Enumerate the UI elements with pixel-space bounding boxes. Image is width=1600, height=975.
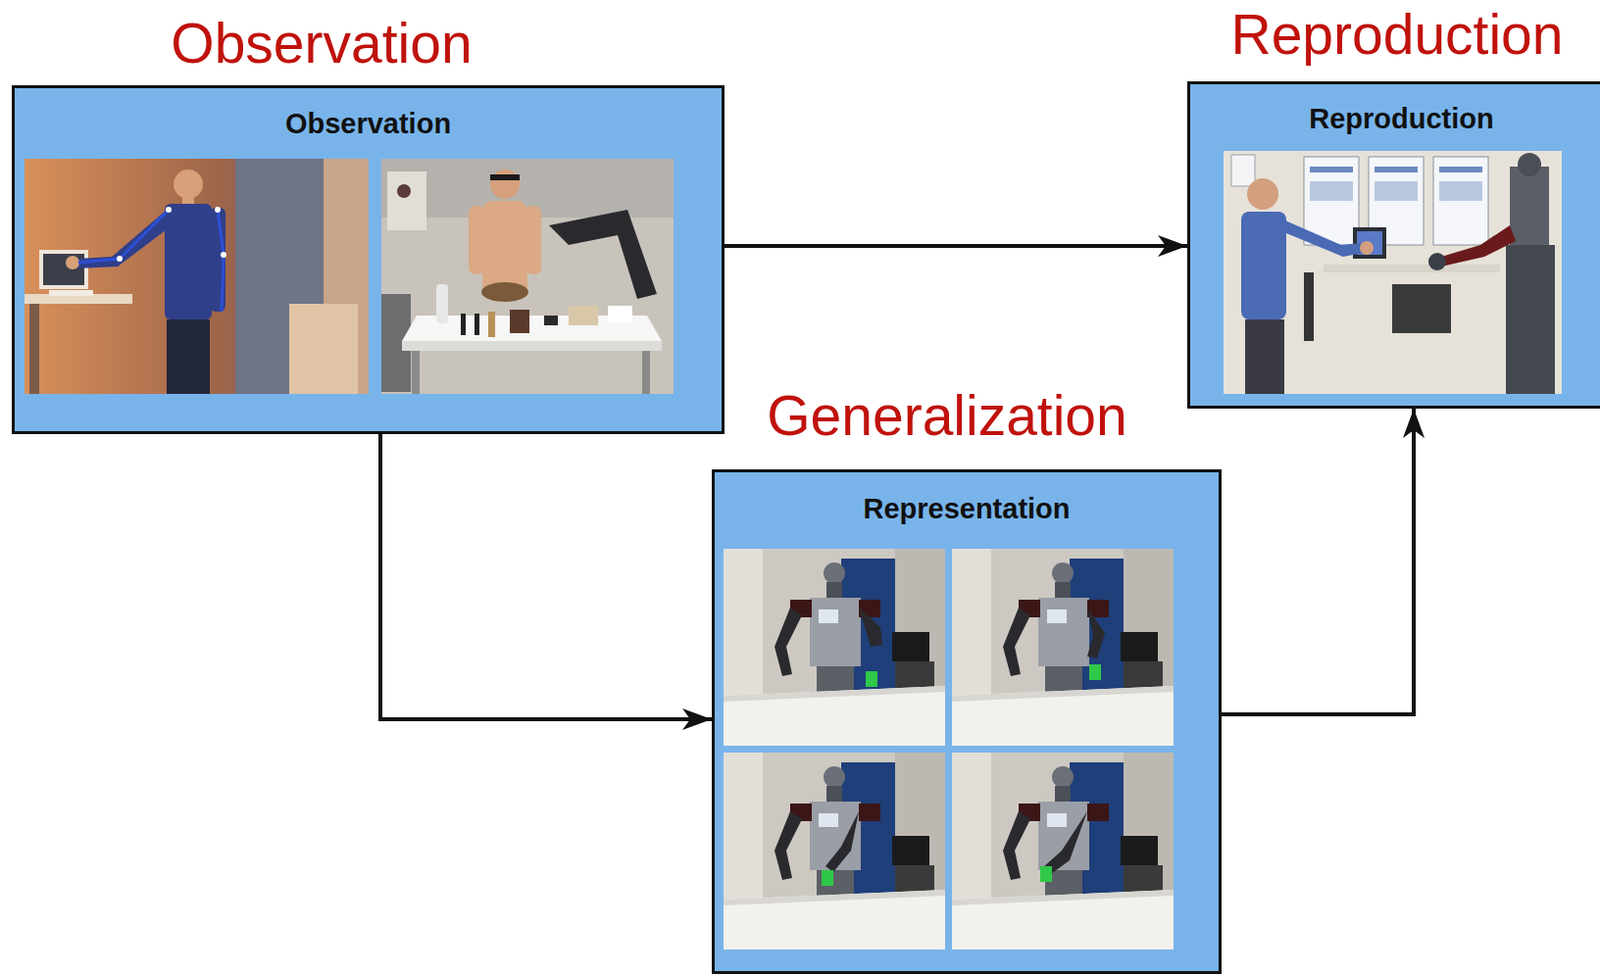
process-box: GeneralizationRepresentation bbox=[711, 469, 1222, 975]
stage-heading: Generalization bbox=[766, 384, 1128, 450]
flow-arrow bbox=[724, 244, 1188, 249]
flow-arrow bbox=[1221, 408, 1414, 715]
box-title: Reproduction bbox=[1190, 102, 1600, 136]
flow-arrow bbox=[380, 434, 712, 720]
representation-photo bbox=[723, 549, 946, 747]
representation-photo bbox=[951, 752, 1174, 950]
stage-heading: Observation bbox=[170, 11, 472, 77]
box-title: Representation bbox=[714, 493, 1219, 526]
observation-photo-pointing bbox=[24, 158, 369, 395]
observation-photo-kitchen bbox=[381, 158, 674, 395]
box-title: Observation bbox=[14, 107, 722, 141]
stage-heading: Reproduction bbox=[1230, 2, 1563, 68]
reproduction-photo bbox=[1223, 150, 1562, 395]
representation-photo bbox=[723, 752, 946, 950]
representation-photo bbox=[951, 549, 1174, 747]
process-box: ReproductionReproduction bbox=[1187, 81, 1600, 409]
process-box: ObservationObservation bbox=[11, 85, 725, 435]
